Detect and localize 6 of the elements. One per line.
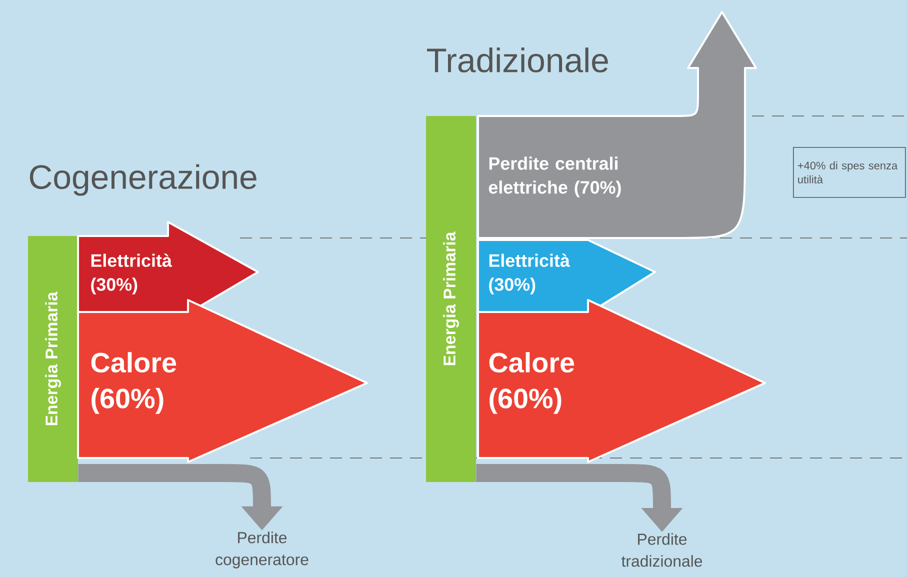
loss-label: Perdite cogeneratore: [216, 532, 308, 568]
energy-bar: Energia Primaria: [28, 236, 78, 482]
loss-label: Perdite tradizionale: [621, 533, 702, 567]
energy-bar: Energia Primaria: [426, 116, 476, 482]
note-box: +40% di spes senza utilità: [793, 147, 906, 198]
heading: Cogenerazione: [30, 164, 256, 196]
